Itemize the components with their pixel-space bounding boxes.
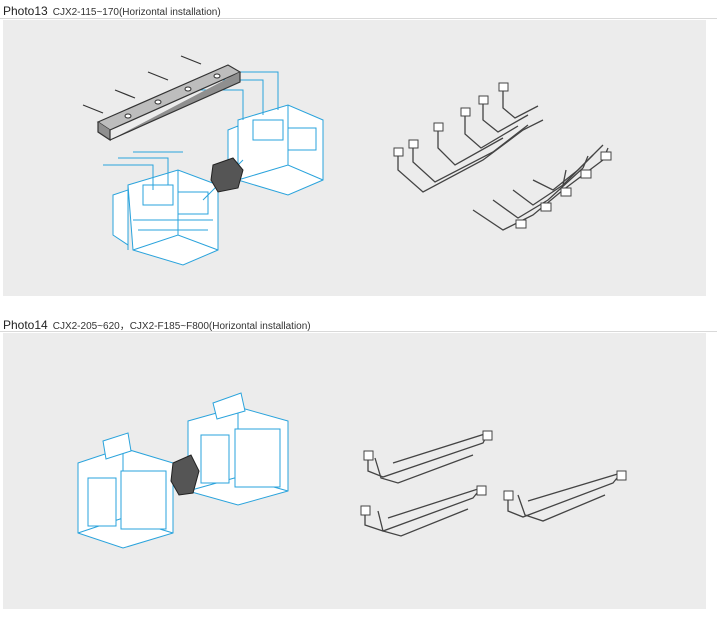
divider <box>0 18 717 19</box>
photo-panel <box>3 20 706 296</box>
contactor-assembly-illustration <box>82 55 612 266</box>
model-label: CJX2-115~170(Horizontal installation) <box>52 7 221 18</box>
photo-label: Photo13 <box>3 4 48 18</box>
divider <box>0 331 717 332</box>
contactor-assembly-illustration <box>77 392 627 549</box>
photo-label: Photo14 <box>3 318 48 332</box>
section-caption: Photo13 CJX2-115~170(Horizontal installat… <box>3 4 221 18</box>
section-caption: Photo14 CJX2-205~620，CJX2-F185~F800(Horiz… <box>3 317 311 332</box>
photo-panel <box>3 333 706 609</box>
model-label: CJX2-205~620，CJX2-F185~F800(Horizontal i… <box>52 321 311 332</box>
